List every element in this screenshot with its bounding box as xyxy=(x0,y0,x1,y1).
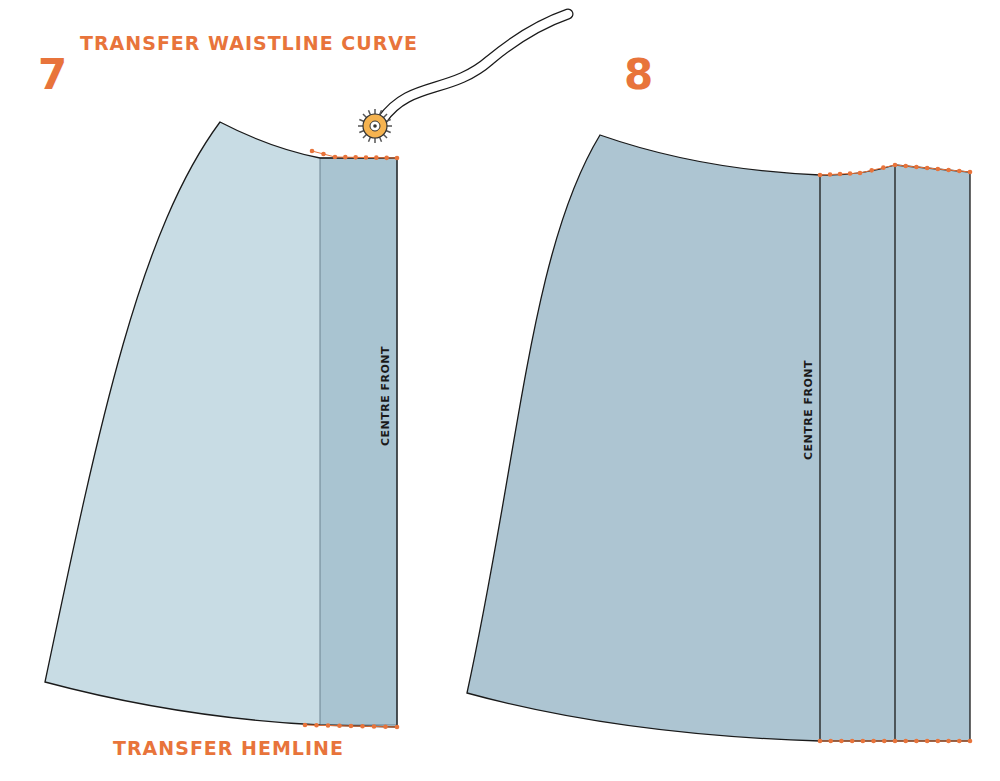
transfer-dot xyxy=(321,152,326,157)
extension-line xyxy=(894,165,895,741)
transfer-dot xyxy=(957,169,962,174)
transfer-dot xyxy=(858,171,863,176)
step-number: 8 xyxy=(624,52,654,98)
transfer-dot xyxy=(364,155,369,160)
transfer-dot xyxy=(383,724,388,729)
transfer-dot xyxy=(871,739,876,744)
centre-front-label: CENTRE FRONT xyxy=(380,346,392,446)
transfer-dot xyxy=(881,165,886,170)
transfer-dot xyxy=(333,155,338,160)
transfer-dot xyxy=(925,166,930,171)
transfer-dot xyxy=(936,739,941,744)
transfer-dot xyxy=(828,739,833,744)
step-note: TRANSFER HEMLINE xyxy=(113,738,344,759)
transfer-dot xyxy=(903,164,908,169)
transfer-dots xyxy=(303,149,973,744)
skirt-piece xyxy=(467,135,970,741)
transfer-dot xyxy=(893,739,898,744)
transfer-dot xyxy=(936,167,941,172)
transfer-dot xyxy=(828,172,833,177)
transfer-dot xyxy=(893,163,898,168)
step-number: 7 xyxy=(38,52,68,98)
transfer-dot xyxy=(314,723,319,728)
transfer-dot xyxy=(303,723,308,728)
transfer-dot xyxy=(957,739,962,744)
transfer-dot xyxy=(818,739,823,744)
transfer-dot xyxy=(839,739,844,744)
transfer-dot xyxy=(395,156,400,161)
transfer-dot xyxy=(326,723,331,728)
transfer-dot xyxy=(861,739,866,744)
transfer-dot xyxy=(903,739,908,744)
transfer-dot xyxy=(850,739,855,744)
centre-front-band xyxy=(320,158,397,725)
transfer-dot xyxy=(869,168,874,173)
transfer-dot xyxy=(349,724,354,729)
transfer-dot xyxy=(310,149,315,154)
skirt-piece xyxy=(45,122,397,727)
transfer-dot xyxy=(968,170,973,175)
transfer-dot xyxy=(395,725,400,730)
transfer-dot xyxy=(946,168,951,173)
transfer-dot xyxy=(337,723,342,728)
transfer-dot xyxy=(343,155,348,160)
transfer-dot xyxy=(914,165,919,170)
transfer-dot xyxy=(838,172,843,177)
transfer-dot xyxy=(968,739,973,744)
transfer-dot xyxy=(360,724,365,729)
skirt-outline xyxy=(45,122,397,727)
transfer-dot xyxy=(848,171,853,176)
transfer-dot xyxy=(882,739,887,744)
transfer-dot xyxy=(384,156,389,161)
centre-front-line xyxy=(819,175,820,741)
transfer-dot xyxy=(353,155,358,160)
transfer-dot xyxy=(925,739,930,744)
step-title: TRANSFER WAISTLINE CURVE xyxy=(80,33,418,54)
centre-front-label: CENTRE FRONT xyxy=(803,360,815,460)
transfer-dot xyxy=(946,739,951,744)
transfer-dot xyxy=(818,173,823,178)
transfer-dot xyxy=(374,155,379,160)
transfer-dot xyxy=(914,739,919,744)
transfer-dot xyxy=(372,724,377,729)
